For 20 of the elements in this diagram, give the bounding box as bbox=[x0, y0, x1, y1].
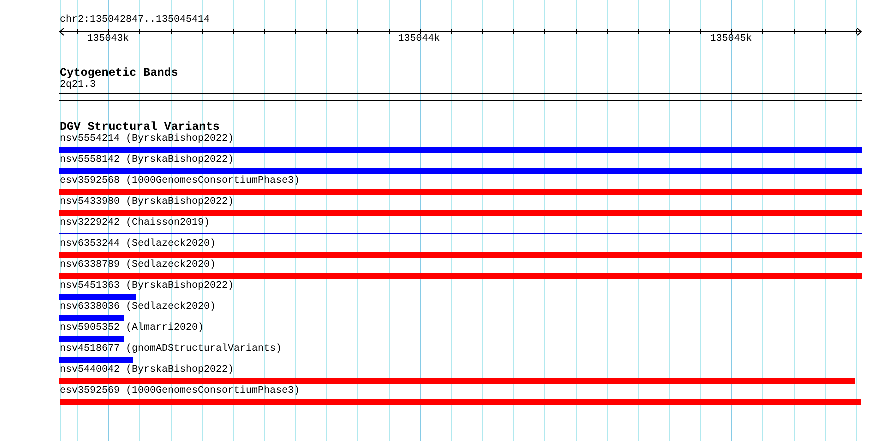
variant-label: nsv5433980 (ByrskaBishop2022) bbox=[60, 197, 234, 210]
variant-label: nsv5905352 (Almarri2020) bbox=[60, 323, 204, 336]
variant-label: nsv3229242 (Chaisson2019) bbox=[60, 218, 210, 230]
band-label: 2q21.3 bbox=[60, 80, 96, 92]
variant-label: nsv6338036 (Sedlazeck2020) bbox=[60, 302, 216, 314]
track-title: Cytogenetic Bands bbox=[60, 66, 178, 80]
variant-label: nsv5558142 (ByrskaBishop2022) bbox=[60, 155, 234, 168]
variant-label: nsv5554214 (ByrskaBishop2022) bbox=[60, 134, 234, 146]
variant-label: nsv5451363 (ByrskaBishop2022) bbox=[60, 281, 234, 294]
tick-label: 135044k bbox=[398, 34, 440, 46]
tick-label: 135043k bbox=[87, 34, 130, 46]
location-label: chr2:135042847..135045414 bbox=[60, 15, 210, 27]
variant-label: nsv6338789 (Sedlazeck2020) bbox=[60, 260, 216, 272]
variant-label: nsv4518677 (gnomADStructuralVariants) bbox=[60, 344, 282, 356]
tick-label: 135045k bbox=[710, 34, 752, 46]
variant-label: esv3592569 (1000GenomesConsortiumPhase3) bbox=[60, 386, 300, 398]
variant-label: esv3592568 (1000GenomesConsortiumPhase3) bbox=[60, 176, 300, 188]
variant-label: nsv6353244 (Sedlazeck2020) bbox=[60, 239, 216, 252]
track-title: DGV Structural Variants bbox=[60, 121, 220, 134]
variant-label: nsv5440042 (ByrskaBishop2022) bbox=[60, 365, 234, 378]
